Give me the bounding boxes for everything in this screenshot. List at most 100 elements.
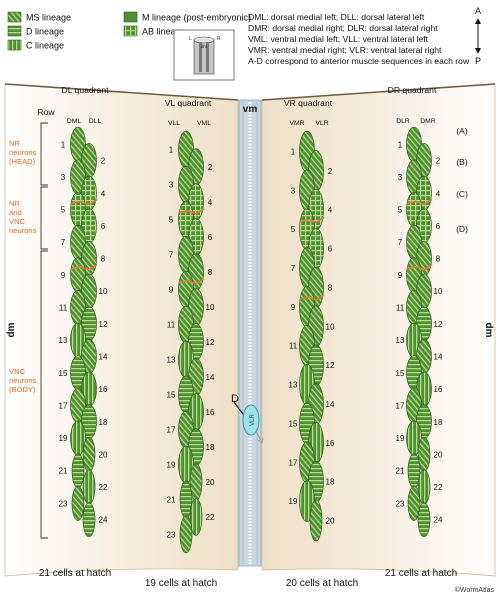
cell-number: 24 — [434, 516, 443, 525]
column-header-dlr: DLR — [396, 118, 410, 125]
legend-swatch-grid — [123, 25, 138, 37]
column-header-dll: DLL — [89, 118, 102, 125]
abbr-line-1: DML: dorsal medial left; DLL: dorsal lat… — [248, 12, 425, 22]
muscle-cell — [179, 515, 193, 554]
cell-count-footers: 21 cells at hatch 19 cells at hatch 20 c… — [39, 568, 495, 594]
legend-swatch-vert — [7, 39, 22, 51]
legend-swatch-diag — [7, 11, 22, 23]
footer-vl-count: 19 cells at hatch — [145, 578, 217, 589]
cell-number: 4 — [101, 189, 106, 198]
cell-number: 1 — [169, 146, 174, 155]
legend-label: AB lineage — [142, 27, 186, 37]
cell-number: 12 — [99, 320, 108, 329]
column-header-vmr: VMR — [289, 120, 304, 127]
legend-item-solid: M lineage (post-embryonic) — [123, 11, 251, 23]
row-label: Row — [37, 107, 55, 117]
cell-number: 22 — [99, 483, 108, 492]
cell-number: 2 — [101, 157, 106, 166]
muscle-cell — [189, 498, 203, 536]
cell-number: 14 — [434, 352, 443, 361]
cell-number: 1 — [291, 147, 296, 156]
cell-number: 20 — [206, 478, 215, 487]
column-header-dml: DML — [67, 118, 82, 125]
cell-number: 11 — [59, 304, 68, 313]
anterior-posterior-axis: A P — [475, 6, 481, 66]
ventral-midline — [238, 99, 262, 567]
cell-number: 4 — [328, 206, 333, 215]
cell-number: 2 — [208, 163, 213, 172]
head-bracket — [40, 122, 48, 186]
legend-label: C lineage — [26, 41, 64, 51]
legend-label: M lineage (post-embryonic) — [142, 13, 251, 23]
cell-number: 11 — [396, 304, 405, 313]
dorsal-midline-left-label: dm — [6, 322, 17, 337]
dorsal-midline-right-label: dm — [483, 323, 494, 338]
cell-number: 12 — [326, 361, 335, 370]
legend-swatch-solid — [123, 11, 138, 23]
muscle-cell — [82, 469, 96, 505]
cell-number: 8 — [101, 255, 106, 264]
cell-number: 3 — [291, 186, 296, 195]
cell-number: 18 — [206, 443, 215, 452]
cell-number: 6 — [208, 233, 213, 242]
cell-number: 20 — [99, 450, 108, 459]
cell-number: 10 — [206, 303, 215, 312]
quadrant-vl-title: VL quadrant — [165, 98, 212, 108]
cell-number: 2 — [436, 157, 441, 166]
arrow-down-icon — [475, 48, 481, 54]
cell-number: 17 — [167, 426, 176, 435]
cell-number: 12 — [434, 320, 443, 329]
cell-number: 22 — [206, 513, 215, 522]
cell-number: 13 — [167, 356, 176, 365]
sequence-label: (D) — [456, 224, 468, 234]
cell-number: 5 — [169, 216, 174, 225]
cell-number: 9 — [169, 286, 174, 295]
muscle-strands: 1234567891011121314151617181920212223241… — [59, 126, 443, 554]
cell-number: 15 — [396, 369, 405, 378]
muscle-cell — [417, 502, 431, 538]
abbr-line-2: DMR: dorsal medial right; DLR: dorsal la… — [248, 23, 438, 33]
quadrant-titles: DL quadrant VL quadrant VR quadrant DR q… — [62, 85, 437, 115]
neuron-boundary — [178, 208, 205, 215]
cell-number: 19 — [167, 461, 176, 470]
column-header-vlr: VLR — [315, 120, 328, 127]
cell-number: 17 — [59, 401, 68, 410]
cell-number: 14 — [99, 352, 108, 361]
posterior-label: P — [475, 56, 481, 66]
cell-number: 6 — [436, 222, 441, 231]
cell-number: 24 — [99, 516, 108, 525]
cell-number: 19 — [59, 434, 68, 443]
cell-number: 15 — [59, 369, 68, 378]
cell-number: 4 — [208, 198, 213, 207]
neuron-boundary — [70, 264, 98, 271]
cell-number: 8 — [436, 255, 441, 264]
cell-number: 18 — [326, 478, 335, 487]
footer-dr-count: 21 cells at hatch — [385, 568, 457, 579]
arrow-up-icon — [475, 18, 481, 24]
inset-right-label: R — [217, 36, 221, 42]
inset-dm-label: dm — [201, 44, 208, 49]
cell-number: 21 — [396, 467, 405, 476]
muscle-cell — [309, 499, 323, 542]
cell-number: 22 — [434, 483, 443, 492]
arrow-down-right-icon — [257, 437, 264, 444]
worm-orientation-inset: L R dm — [173, 29, 235, 81]
cell-number: 12 — [206, 338, 215, 347]
cell-number: 13 — [59, 336, 68, 345]
cell-number: 8 — [328, 283, 333, 292]
cell-number: 7 — [169, 251, 174, 260]
cell-number: 9 — [61, 271, 66, 280]
legend-item-vert: C lineage — [7, 39, 64, 51]
sequence-label: (C) — [456, 189, 468, 199]
neuron-boundary — [406, 198, 433, 206]
neuron-boundary — [299, 294, 325, 302]
cell-number: 20 — [434, 450, 443, 459]
cell-number: 7 — [291, 264, 296, 273]
inset-left-label: L — [189, 36, 192, 42]
anterior-sequence-labels: (A)(B)(C)(D) — [456, 126, 468, 234]
cell-number: 5 — [61, 206, 66, 215]
